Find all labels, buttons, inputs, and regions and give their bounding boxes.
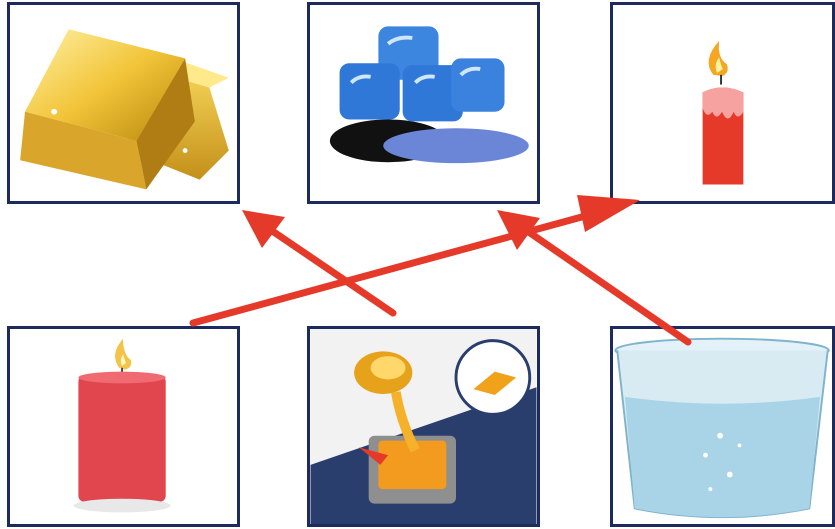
glass-of-water-icon	[614, 337, 830, 519]
card-candle	[7, 326, 240, 527]
card-pouring-molten-gold	[307, 326, 540, 527]
gold-bars-icon	[20, 29, 229, 190]
card-glass-of-water	[610, 326, 835, 527]
card-ice-cubes	[307, 2, 540, 204]
card-melting-candle	[610, 2, 835, 204]
arrow-water-to-ice-cubes	[516, 222, 692, 346]
pouring-molten-gold-icon	[310, 329, 537, 524]
arrow-pouring-gold-to-gold-bars	[258, 220, 397, 317]
arrowhead-gold-bars	[242, 210, 285, 248]
melting-candle-icon	[702, 40, 744, 185]
card-gold-bars	[7, 2, 240, 204]
ice-cubes-icon	[329, 26, 529, 164]
arrowhead-ice-cubes	[497, 210, 540, 250]
arrow-candle-to-melting-candle	[189, 208, 604, 327]
candle-icon	[73, 338, 171, 513]
